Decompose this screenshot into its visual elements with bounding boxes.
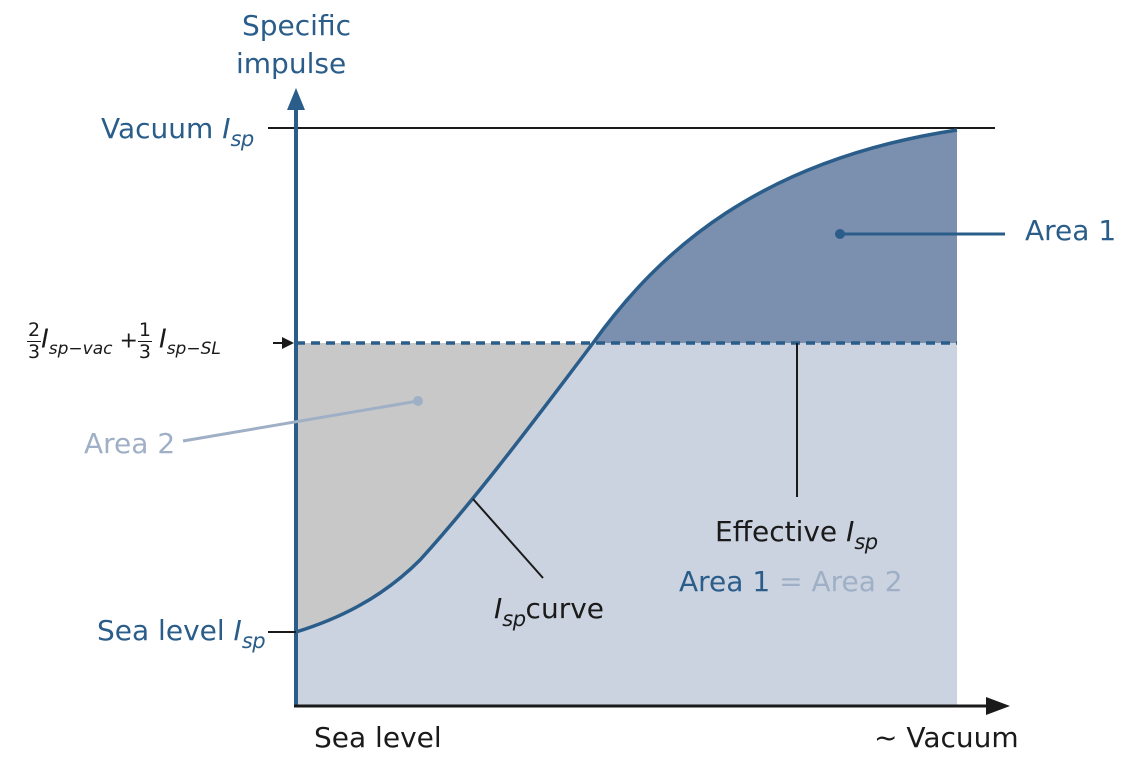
effective-isp-symbol: I [846, 515, 855, 548]
fraction1-denominator: 3 [28, 341, 41, 363]
term1-symbol: I [41, 324, 49, 355]
isp-curve [295, 128, 958, 634]
x-axis-left-label: Sea level [314, 721, 442, 754]
area-1-label: Area 1 [1025, 214, 1117, 247]
curve-isp-subscript: sp [502, 607, 526, 631]
equality-left: Area 1 [679, 565, 771, 598]
vacuum-isp-symbol: I [222, 112, 231, 145]
area-2-leader [182, 399, 419, 443]
formula-plus: + [119, 328, 138, 354]
sea-level-isp-label: Sea level Isp [97, 614, 266, 652]
fraction2-denominator: 3 [138, 341, 152, 363]
term1-subscript: sp−vac [48, 338, 113, 359]
curve-leader [472, 498, 544, 579]
fraction1-numerator: 2 [27, 319, 42, 342]
sea-level-isp-subscript: sp [241, 629, 266, 653]
vacuum-isp-label: Vacuum Isp [101, 112, 254, 150]
y-axis-title-line1: Specific [242, 9, 351, 42]
isp-curve-label: Ispcurve [494, 592, 604, 630]
term2-subscript: sp−SL [166, 338, 221, 359]
vacuum-isp-text: Vacuum [101, 112, 223, 145]
term2-symbol: I [159, 324, 167, 355]
area-equality: Area 1 = Area 2 [679, 568, 903, 596]
fraction2-numerator: 1 [137, 319, 153, 342]
effective-isp-label: Effective Isp [715, 515, 878, 553]
vacuum-isp-subscript: sp [230, 127, 254, 151]
sea-level-isp-symbol: I [233, 614, 242, 647]
equality-sign: = [779, 565, 803, 598]
equality-right: Area 2 [811, 565, 903, 598]
area-2-region [296, 343, 593, 632]
effective-arrow-head [282, 337, 294, 349]
curve-label-suffix: curve [525, 592, 604, 625]
x-axis-arrowhead [986, 697, 1010, 715]
sea-level-isp-text: Sea level [97, 614, 234, 647]
y-axis-title-line2: impulse [236, 47, 347, 80]
effective-isp-subscript: sp [854, 530, 878, 554]
area-2-label: Area 2 [84, 427, 176, 460]
curve-isp-symbol: I [494, 592, 503, 625]
y-axis-arrowhead [287, 88, 305, 110]
effective-isp-text: Effective [715, 515, 847, 548]
area-1-region [593, 130, 957, 343]
x-axis-right-label: ~ Vacuum [874, 721, 1019, 754]
